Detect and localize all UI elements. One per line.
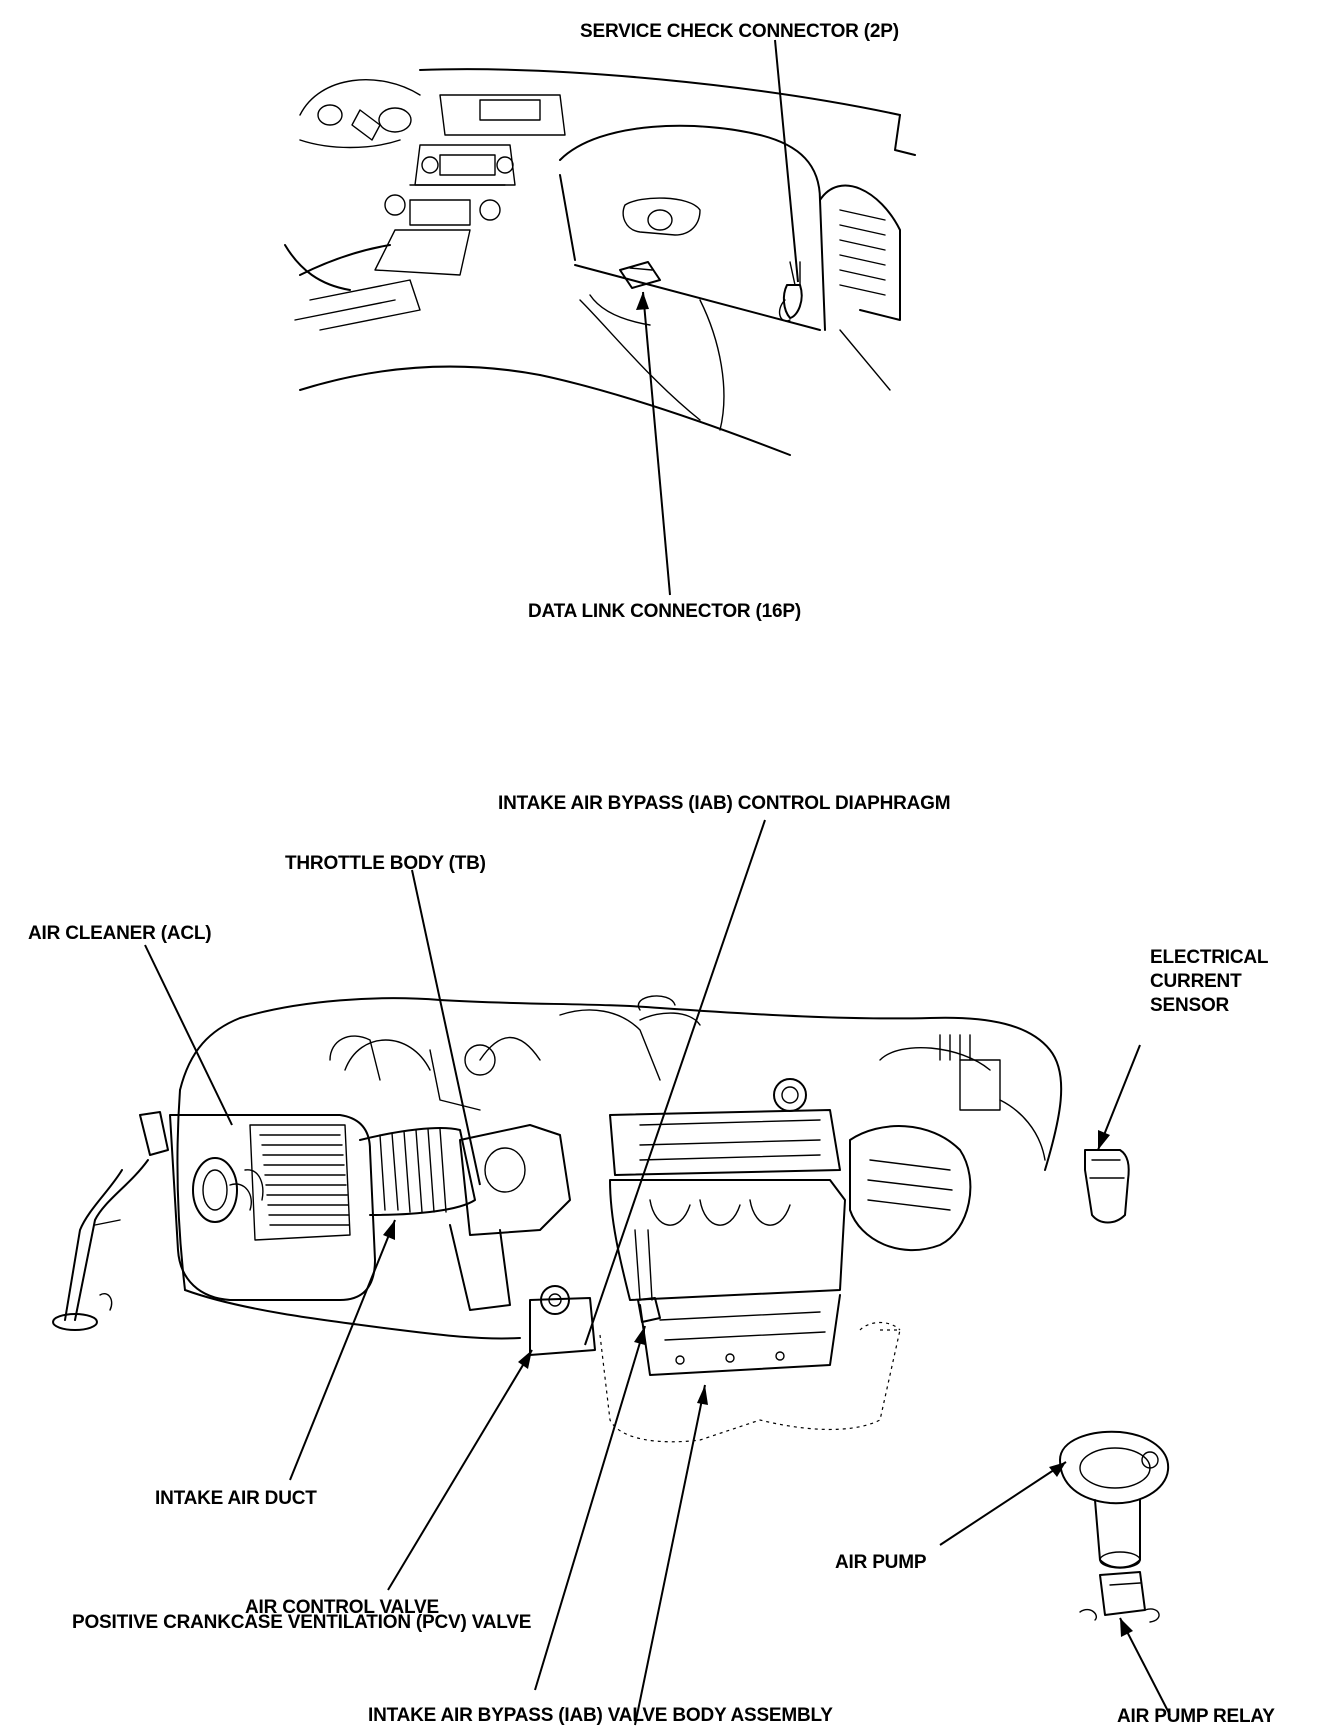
leader-air-pump [939, 1461, 1067, 1546]
leader-electrical-current-sensor [1097, 1044, 1141, 1151]
arrowhead-intake-air-duct [383, 1220, 395, 1240]
leader-throttle-body [411, 869, 481, 1186]
arrowhead-electrical-current-sensor [1098, 1130, 1110, 1150]
label-service-check-connector: SERVICE CHECK CONNECTOR (2P) [580, 21, 899, 42]
label-pcv-valve: POSITIVE CRANKCASE VENTILATION (PCV) VAL… [72, 1612, 532, 1633]
label-intake-air-duct: INTAKE AIR DUCT [155, 1488, 317, 1509]
leader-data-link [642, 291, 671, 596]
label-air-cleaner: AIR CLEANER (ACL) [28, 923, 212, 944]
label-throttle-body: THROTTLE BODY (TB) [285, 853, 486, 874]
leader-air-control-valve [387, 1349, 533, 1591]
label-iab-control-diaphragm: INTAKE AIR BYPASS (IAB) CONTROL DIAPHRAG… [498, 793, 951, 814]
arrowhead-data-link [636, 292, 649, 310]
label-electrical-current-sensor: ELECTRICAL CURRENT SENSOR [1150, 947, 1268, 1016]
label-air-control-valve: AIR CONTROL VALVE [245, 1597, 439, 1618]
leader-pcv-valve [534, 1325, 646, 1691]
dashboard-illustration [284, 68, 916, 456]
leader-service-check [774, 39, 799, 283]
arrowhead-iab-valve-body [697, 1385, 708, 1405]
label-air-pump-relay: AIR PUMP RELAY [1117, 1706, 1275, 1727]
engine-compartment-illustration [52, 995, 1170, 1623]
label-iab-valve-body-assembly: INTAKE AIR BYPASS (IAB) VALVE BODY ASSEM… [368, 1705, 833, 1726]
arrowhead-air-pump [1049, 1462, 1066, 1477]
leader-air-cleaner [144, 944, 233, 1126]
label-data-link-connector: DATA LINK CONNECTOR (16P) [528, 601, 801, 622]
arrowhead-air-control-valve [518, 1350, 532, 1369]
label-air-pump: AIR PUMP [835, 1552, 927, 1573]
arrowhead-pcv-valve [634, 1326, 645, 1345]
leader-iab-valve-body [634, 1384, 706, 1726]
leader-iab-control-diaphragm [584, 819, 766, 1346]
leader-intake-air-duct [289, 1219, 396, 1481]
leader-air-pump-relay [1119, 1617, 1171, 1716]
arrowhead-air-pump-relay [1120, 1618, 1133, 1637]
